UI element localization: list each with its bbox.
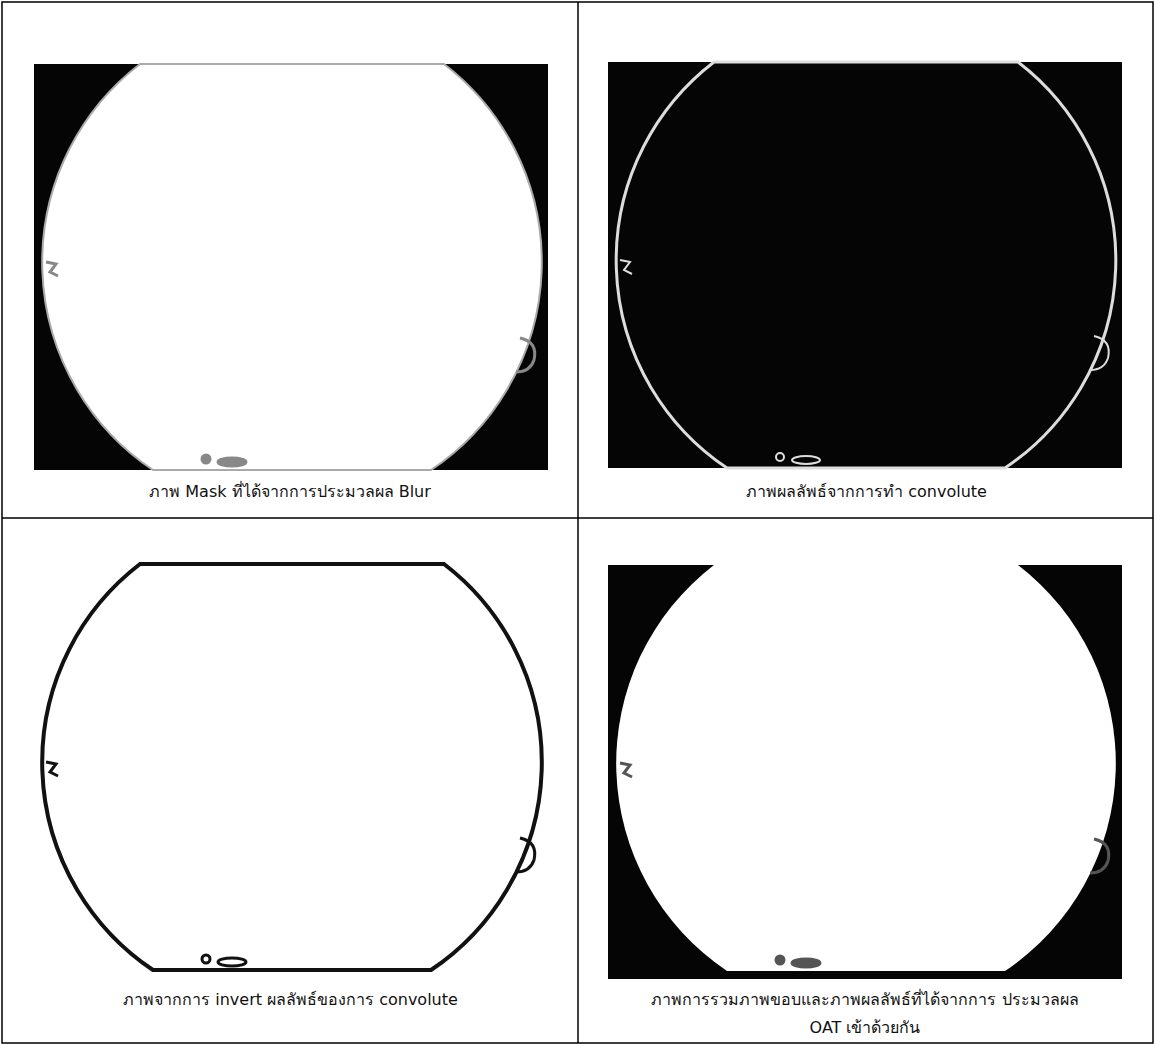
mask-image [34,64,548,470]
figure-caption: ภาพจากการ invert ผลลัพธ์ของการ convolute [122,986,459,1014]
figure-caption: ภาพ Mask ที่ได้จากการประมวลผล Blur [148,478,432,506]
table-rule [577,2,579,1043]
edge-image [608,62,1122,468]
combined-image [608,565,1122,979]
figure-caption: ภาพผลลัพธ์จากการทำ convolute [745,478,988,506]
table-rule [2,517,1153,519]
inverted-edge-image [42,564,542,970]
figure-caption: ภาพการรวมภาพขอบและภาพผลลัพธ์ที่ได้จากการ… [650,986,1080,1042]
